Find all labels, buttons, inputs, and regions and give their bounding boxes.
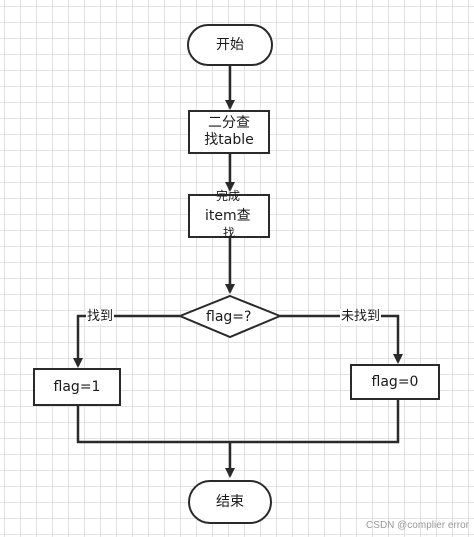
edge-flag-zero-to-end (230, 398, 400, 444)
item-search-label-line3: 找 (223, 226, 236, 240)
end-node: 结束 (188, 480, 272, 524)
decision-diamond (177, 294, 283, 339)
item-search-node (188, 194, 270, 238)
start-node: 开始 (187, 24, 273, 66)
edge-flag-one-to-end (76, 406, 230, 444)
watermark-text: CSDN @complier error (366, 520, 469, 531)
binary-search-label-line1: 二分查 (208, 115, 250, 131)
flag-one-node: flag=1 (33, 368, 121, 406)
edge-decision-to-flag-zero (280, 314, 403, 364)
end-node-label: 结束 (216, 493, 244, 510)
item-search-label-line1: 完成 (216, 189, 241, 203)
decision-label: flag=? (206, 309, 252, 325)
binary-search-node: 二分查 找table (188, 110, 270, 154)
binary-search-label-line2: 找table (204, 132, 254, 148)
edge-label-found: 找到 (86, 309, 115, 324)
flag-zero-node: flag=0 (350, 364, 440, 400)
edge-label-not-found: 未找到 (340, 309, 382, 324)
start-node-label: 开始 (216, 36, 244, 53)
item-search-label-line2: item查 (205, 208, 251, 224)
flag-zero-label: flag=0 (371, 373, 419, 390)
edge-decision-to-flag-one (73, 314, 180, 368)
flag-one-label: flag=1 (53, 378, 101, 395)
